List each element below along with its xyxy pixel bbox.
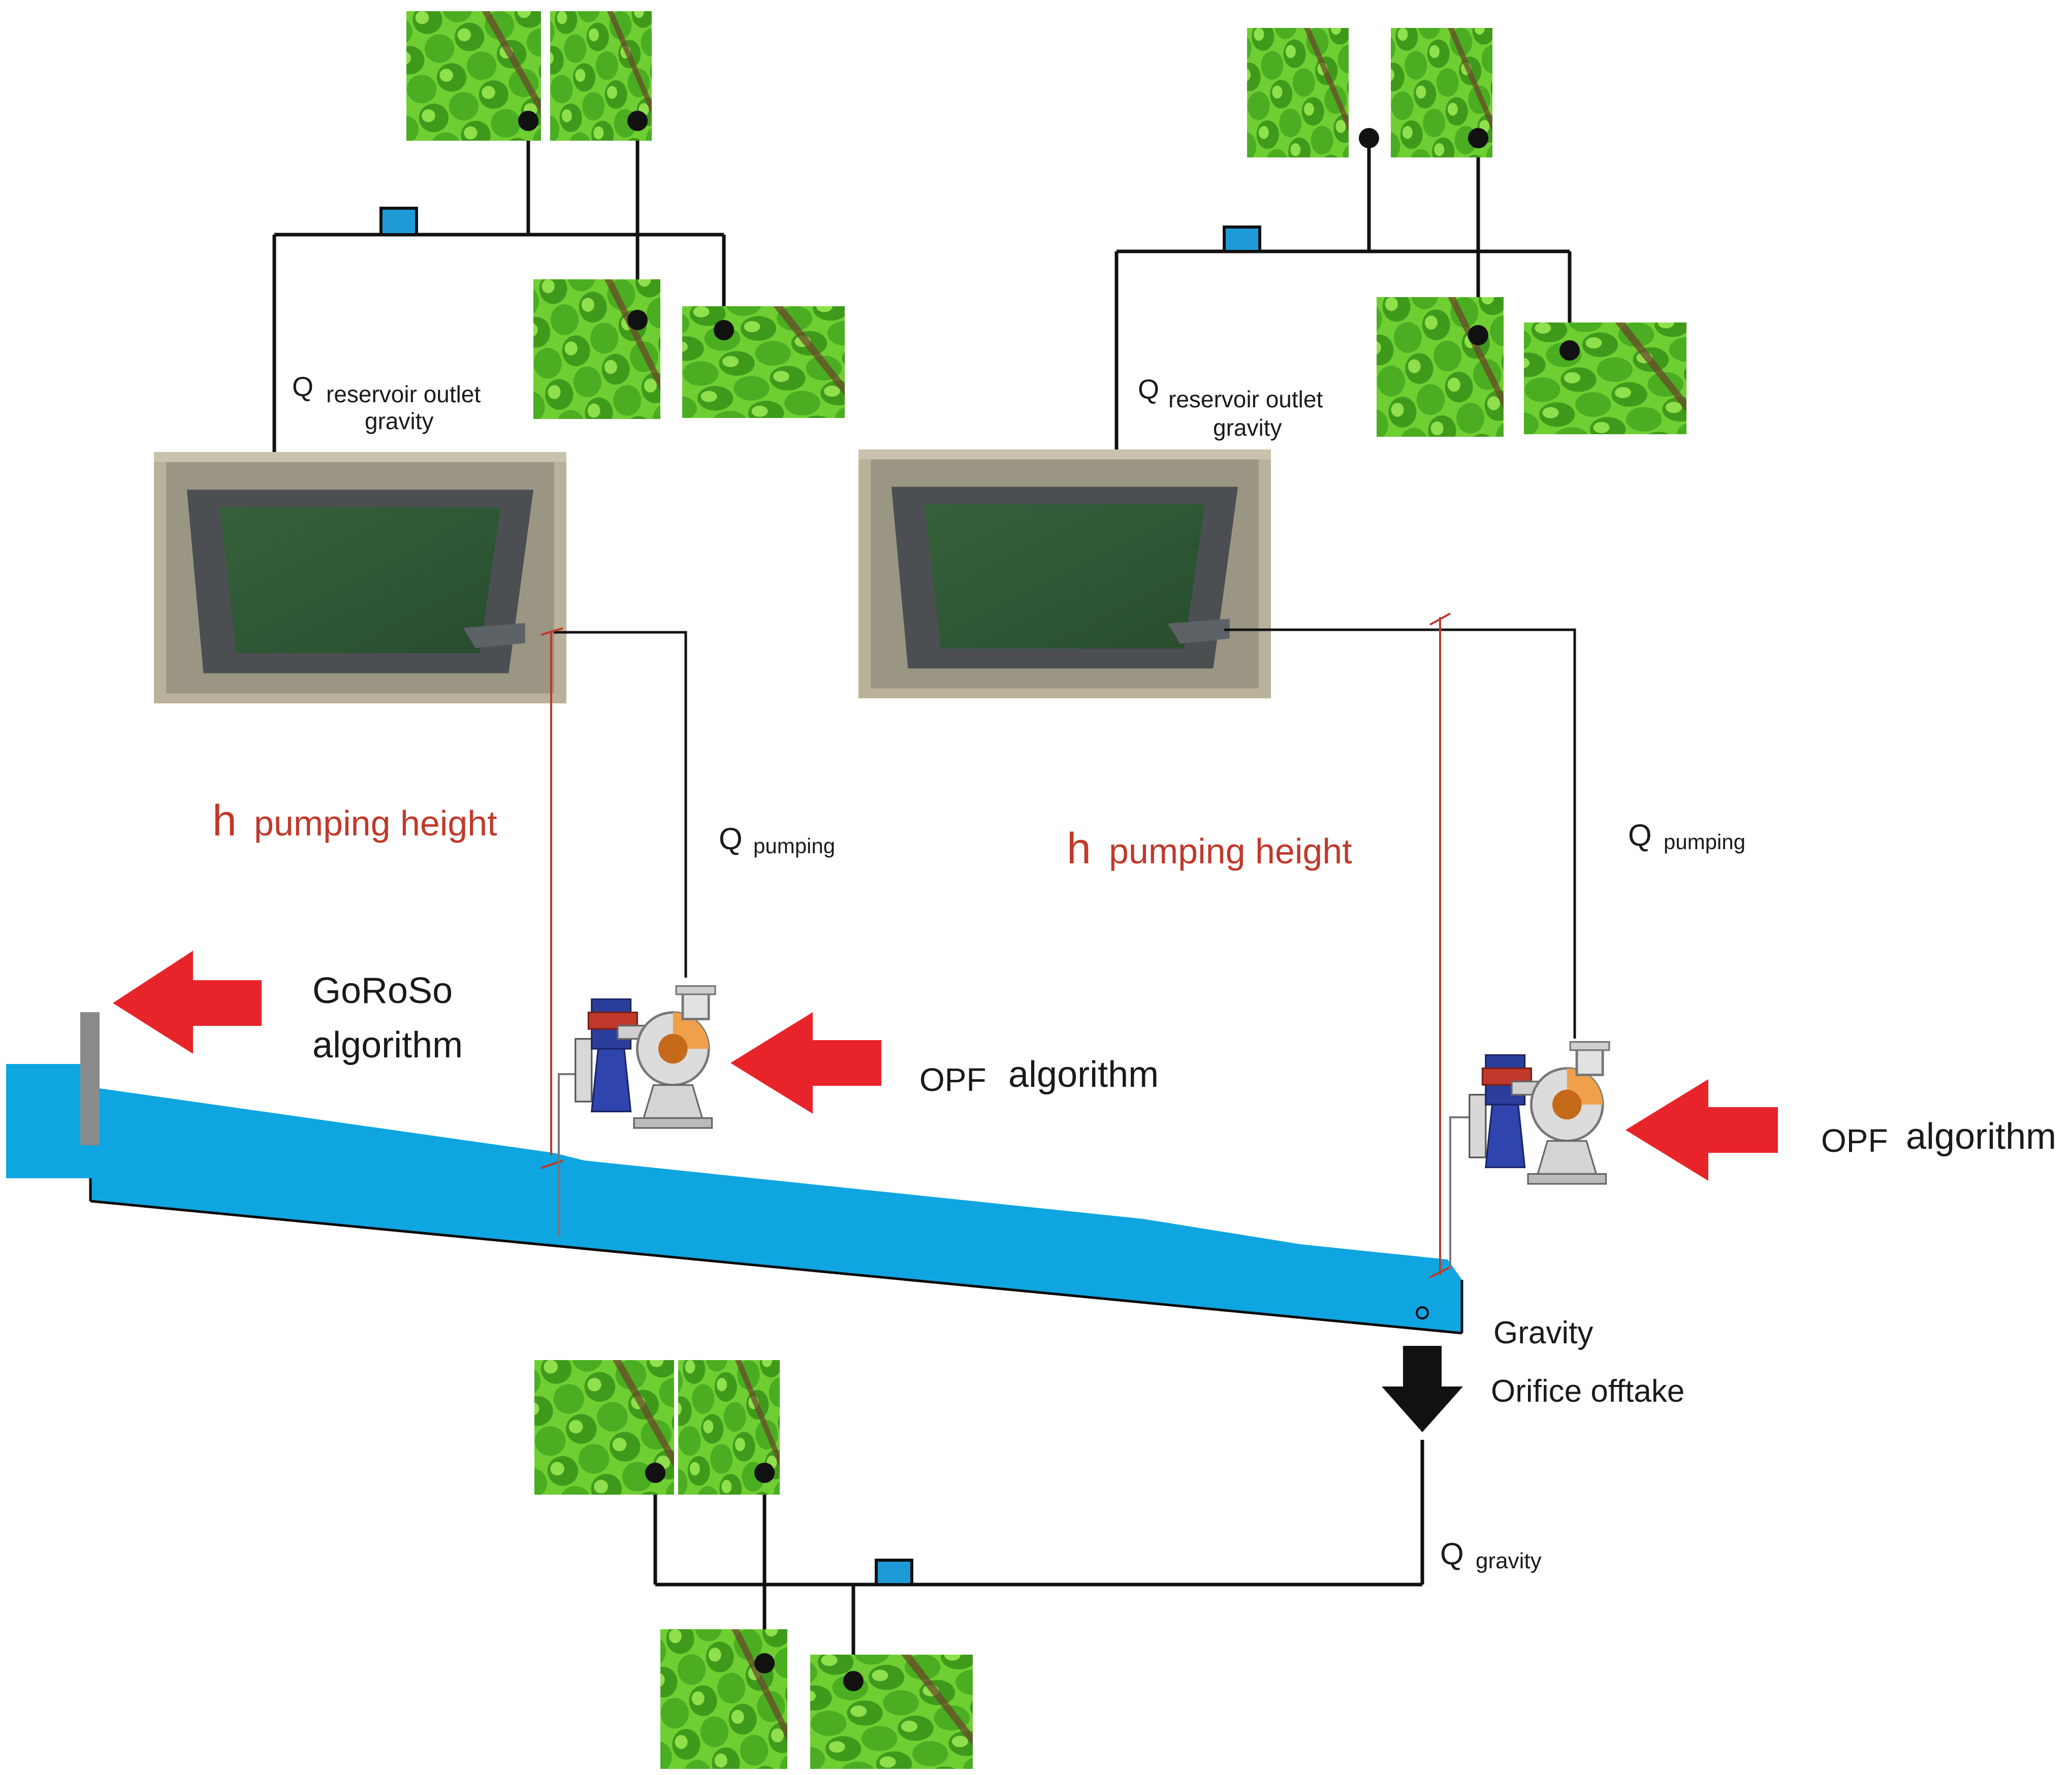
crop-field-icon <box>1377 297 1504 437</box>
left-reservoir-outlet-sub: reservoir outlet <box>326 381 481 407</box>
right-q-pumping-sub: pumping <box>1664 830 1745 854</box>
right-q-pumping-symbol: Q <box>1628 818 1652 852</box>
canal <box>6 1012 1463 1335</box>
right-pumping-height-label: pumping height <box>1109 831 1352 871</box>
bottom-field-network <box>534 1346 1463 1769</box>
arrow-down-icon <box>1382 1346 1463 1432</box>
reservoir-icon <box>858 449 1271 698</box>
q-gravity-symbol: Q <box>1440 1537 1464 1571</box>
left-pumping <box>540 627 715 1237</box>
canal-water <box>6 1064 1462 1333</box>
goroso-label-line2: algorithm <box>312 1025 463 1066</box>
orifice-offtake-label: Orifice offtake <box>1491 1374 1684 1409</box>
pump-icon <box>1470 1042 1609 1184</box>
right-field-network <box>1114 28 1686 452</box>
tank-icon <box>379 207 418 236</box>
left-reservoir-gravity-sub: gravity <box>365 408 433 434</box>
left-q-pumping-symbol: Q <box>719 822 743 856</box>
left-pumping-height-label: pumping height <box>254 803 497 843</box>
reservoir-icon <box>154 452 566 703</box>
q-gravity-sub: gravity <box>1476 1548 1542 1573</box>
left-opf-suffix: algorithm <box>1008 1054 1159 1095</box>
gravity-label: Gravity <box>1493 1315 1593 1350</box>
left-field-network <box>272 11 845 455</box>
right-pumping <box>1224 612 1609 1278</box>
crop-field-icon <box>660 1629 787 1769</box>
left-reservoir-outlet-label: Q <box>292 372 313 402</box>
left-h-symbol: h <box>212 796 237 845</box>
orifice-icon <box>1416 1306 1429 1319</box>
right-reservoir-gravity-sub: gravity <box>1213 414 1282 441</box>
crop-field-icon <box>1247 28 1349 157</box>
crop-field-icon <box>810 1655 973 1769</box>
right-reservoir-outlet-label: Q <box>1138 374 1159 405</box>
left-opf-prefix: OPF <box>919 1061 986 1098</box>
pump-icon <box>576 986 715 1128</box>
arrow-left-icon <box>1625 1079 1778 1181</box>
crop-field-icon <box>682 306 845 418</box>
right-reservoir-outlet-sub: reservoir outlet <box>1168 386 1323 412</box>
arrow-left-icon <box>730 1012 881 1114</box>
right-opf-suffix: algorithm <box>1906 1116 2056 1157</box>
tank-icon <box>1223 225 1261 253</box>
left-q-pumping-sub: pumping <box>753 834 835 858</box>
goroso-label-line1: GoRoSo <box>312 971 453 1011</box>
crop-field-icon <box>1524 322 1686 434</box>
tank-icon <box>875 1559 913 1586</box>
arrow-left-icon <box>113 951 262 1054</box>
right-h-symbol: h <box>1067 824 1091 873</box>
gate-icon <box>80 1012 100 1145</box>
right-opf-prefix: OPF <box>1821 1122 1888 1159</box>
crop-field-icon <box>533 279 660 419</box>
